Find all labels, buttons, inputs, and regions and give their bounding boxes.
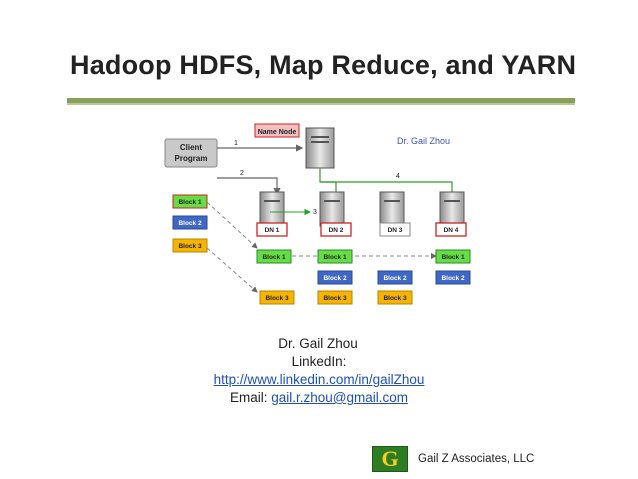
dn4-box [435, 222, 467, 237]
data-node-server-2 [319, 191, 345, 227]
step-number-3: 3 [313, 209, 317, 216]
arrow-step-2 [217, 177, 281, 196]
diagram-author: Dr. Gail Zhou [397, 136, 450, 146]
company-logo: G [372, 446, 408, 472]
dn4-block-1 [435, 249, 471, 264]
hdfs-diagram: Client Program Name Node Dr. Gail Zhou 1… [164, 123, 471, 305]
dashed-block3-to-dn1 [206, 247, 258, 293]
client-label-2: Program [175, 154, 208, 163]
dn2-box [320, 222, 352, 237]
name-node-label: Name Node [258, 129, 297, 136]
client-block-2 [172, 215, 208, 230]
dn3-box [379, 222, 411, 237]
step-number-4: 4 [396, 173, 400, 180]
dashed-block1-to-dn1 [206, 201, 258, 249]
email-link[interactable]: gail.r.zhou@gmail.com [271, 390, 409, 405]
client-block-2-label: Block 2 [178, 220, 202, 227]
dn1-box [256, 222, 288, 237]
dn2-block-3-label: Block 3 [323, 295, 347, 302]
dn3-block-3 [377, 290, 413, 305]
dn4-label: DN 4 [444, 227, 459, 234]
title-divider [67, 98, 575, 105]
company-name: Gail Z Associates, LLC [418, 453, 535, 465]
slide-title: Hadoop HDFS, Map Reduce, and YARN [70, 50, 577, 80]
contact-name: Dr. Gail Zhou [278, 336, 358, 351]
linkedin-label: LinkedIn: [291, 354, 347, 369]
client-block-1-label: Block 1 [178, 199, 202, 206]
name-node-label-box [254, 123, 300, 138]
data-node-server-3 [379, 191, 405, 227]
dn1-block-3 [259, 290, 295, 305]
dn2-label: DN 2 [329, 227, 344, 234]
dn3-block-3-label: Block 3 [383, 295, 407, 302]
dn2-block-2-label: Block 2 [323, 275, 347, 282]
client-label-1: Client [180, 143, 203, 152]
dn2-block-1-label: Block 1 [323, 254, 347, 261]
name-node-server-icon [305, 127, 335, 169]
dn2-block-1 [317, 249, 353, 264]
dn4-block-1-label: Block 1 [441, 254, 465, 261]
email-label: Email: [229, 390, 272, 405]
dn4-block-2-label: Block 2 [441, 275, 465, 282]
dn1-block-3-label: Block 3 [265, 295, 289, 302]
dn4-block-2 [435, 270, 471, 285]
client-block-1 [172, 194, 208, 209]
dn3-label: DN 3 [388, 227, 403, 234]
step-number-1: 1 [234, 140, 238, 147]
client-block-3-label: Block 3 [178, 243, 202, 250]
data-node-server-1 [259, 191, 285, 227]
dn1-label: DN 1 [265, 227, 280, 234]
linkedin-link[interactable]: http://www.linkedin.com/in/gailZhou [213, 372, 425, 387]
logo-letter: G [381, 446, 399, 471]
client-block-3 [172, 238, 208, 253]
client-program-box [164, 138, 218, 168]
dn1-block-1 [256, 249, 292, 264]
contact-block: Dr. Gail Zhou LinkedIn: http://www.linke… [0, 335, 638, 407]
dn3-block-2-label: Block 2 [383, 275, 407, 282]
step-number-2: 2 [240, 170, 244, 177]
dn2-block-3 [317, 290, 353, 305]
dn3-block-2 [377, 270, 413, 285]
data-node-server-4 [439, 191, 465, 227]
dn2-block-2 [317, 270, 353, 285]
footer: G Gail Z Associates, LLC [372, 446, 534, 472]
dn1-block-1-label: Block 1 [262, 254, 286, 261]
